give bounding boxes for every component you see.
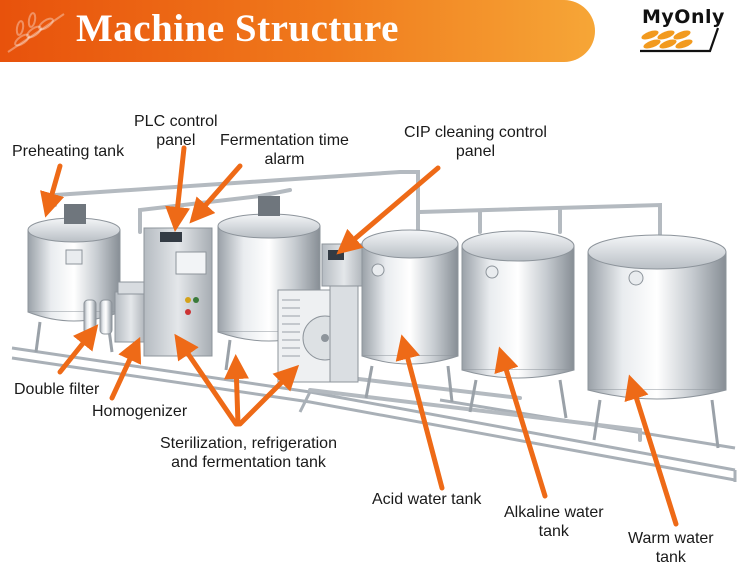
arrow-warm xyxy=(624,374,679,527)
arrow-alkaline xyxy=(494,346,548,499)
machine-illustration xyxy=(11,145,737,527)
alkaline-water-tank xyxy=(461,230,575,419)
warm-water-tank xyxy=(587,234,727,449)
label-acid-water-tank: Acid water tank xyxy=(372,491,482,508)
brand-logo: MyOnly xyxy=(636,4,736,56)
label-preheating-tank: Preheating tank xyxy=(12,143,125,160)
label-fermentation-time-alarm: Fermentation time alarm xyxy=(220,132,349,168)
wheat-icon xyxy=(640,27,720,53)
label-alkaline-water-tank: Alkaline water tank xyxy=(504,504,604,540)
arrow-steril-1 xyxy=(174,333,239,427)
header: Machine Structure MyOnly xyxy=(0,0,750,62)
arrow-steril-2 xyxy=(224,354,249,427)
arrow-preheating xyxy=(40,163,65,218)
arrow-plc xyxy=(165,145,191,232)
arrow-cip xyxy=(336,165,441,255)
wheat-icon xyxy=(7,12,65,53)
callout-arrows xyxy=(40,145,679,527)
label-sterilization-tank: Sterilization, refrigeration and ferment… xyxy=(160,435,337,471)
label-warm-water-tank: Warm water tank xyxy=(628,530,714,566)
arrow-homogenizer xyxy=(109,336,142,401)
label-cip-control-panel: CIP cleaning control panel xyxy=(404,124,547,160)
brand-logo-text: MyOnly xyxy=(642,6,725,28)
title-banner: Machine Structure xyxy=(0,0,595,62)
arrow-steril-3 xyxy=(237,364,300,427)
label-double-filter: Double filter xyxy=(14,381,100,398)
arrow-fermentation-alarm xyxy=(189,163,243,224)
arrow-double-filter xyxy=(57,324,99,375)
cip-control-panel xyxy=(321,243,367,383)
page-title: Machine Structure xyxy=(76,7,399,50)
label-homogenizer: Homogenizer xyxy=(92,403,188,420)
arrow-acid xyxy=(395,334,445,491)
plc-control-panel xyxy=(143,227,213,357)
homogenizer xyxy=(114,281,148,343)
label-plc-control-panel: PLC control panel xyxy=(134,113,218,149)
